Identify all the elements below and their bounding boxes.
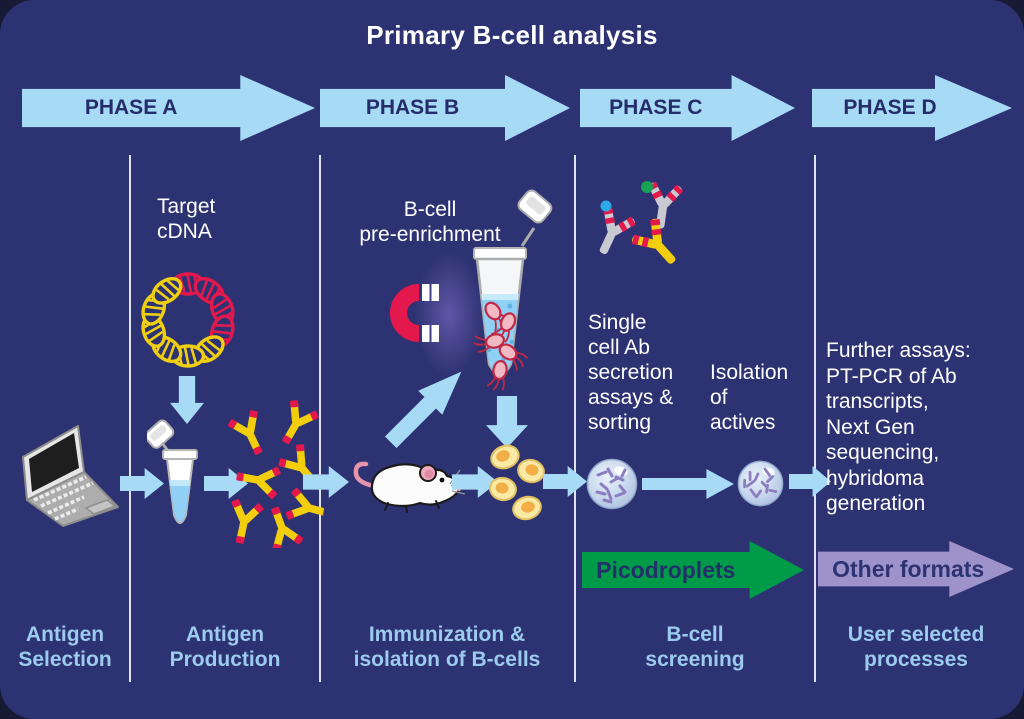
column-divider-2 (319, 155, 321, 682)
magnet-icon (390, 284, 439, 342)
phase-b-banner: PHASE B (320, 75, 570, 141)
magnetic-field-glow (414, 252, 484, 377)
column-divider-4 (814, 155, 816, 682)
tube-icon (147, 419, 198, 524)
column-divider-1 (129, 155, 131, 682)
column-label-user-selected: User selected processes (847, 623, 985, 671)
phase-c-banner: PHASE C (580, 75, 795, 141)
assay-complex-icon (586, 180, 688, 275)
phase-c-label: PHASE C (609, 96, 703, 119)
target-cdna-label: Target cDNA (157, 195, 216, 243)
column-label-antigen-production: Antigen Production (169, 623, 281, 671)
laptop-icon (22, 425, 119, 527)
isolation-of-actives-label: Isolation of actives (710, 361, 789, 434)
diagram-title: Primary B-cell analysis (366, 20, 658, 50)
column-label-antigen-selection: Antigen Selection (18, 623, 112, 671)
bcells-icon (489, 444, 545, 521)
other-formats-arrow: Other formats (818, 541, 1014, 597)
arrow-phase-c-to-d (789, 466, 831, 497)
single-cell-assays-label: Single cell Ab secretion assays & sortin… (588, 311, 674, 434)
picodroplet-icon (586, 458, 638, 510)
antibody-cluster-icon (223, 396, 324, 548)
picodroplet-icon-small (737, 460, 784, 507)
arrow-droplet-to-droplet (642, 469, 734, 499)
further-assays-label: Further assays: PT-PCR of Ab transcripts… (826, 339, 971, 515)
other-formats-label: Other formats (832, 555, 985, 582)
phase-a-label: PHASE A (84, 96, 178, 119)
mouse-icon (353, 461, 466, 513)
picodroplets-label: Picodroplets (596, 556, 736, 583)
arrow-plasmid-to-tube (170, 376, 204, 424)
column-divider-3 (574, 155, 576, 682)
phase-b-label: PHASE B (365, 96, 460, 119)
bcell-tube-icon (471, 189, 553, 392)
column-label-immunization: Immunization & isolation of B-cells (353, 623, 541, 671)
plasmid-dna-icon (137, 271, 239, 369)
arrow-phase-b-to-c (543, 466, 587, 497)
column-label-bcell-screening: B-cell screening (645, 623, 745, 671)
phase-d-label: PHASE D (843, 96, 937, 119)
phase-a-banner: PHASE A (22, 75, 315, 141)
bcell-pre-enrichment-label: B-cell pre-enrichment (359, 198, 501, 246)
phase-d-banner: PHASE D (812, 75, 1012, 141)
picodroplets-arrow: Picodroplets (582, 541, 804, 599)
